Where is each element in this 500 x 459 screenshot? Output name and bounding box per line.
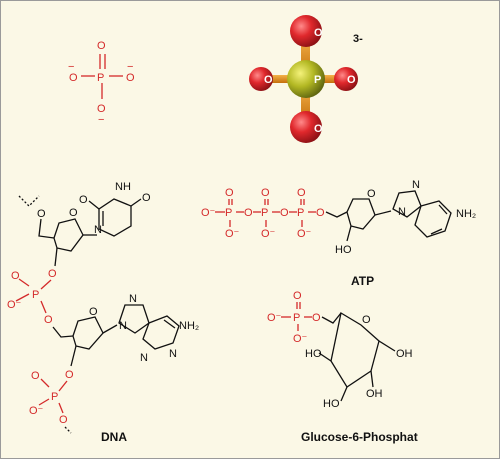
g6p-Pg-O-top: O [293,290,302,302]
dna-P2: P [51,391,58,403]
phosphate-2d-structure: O P O O O − − − [68,40,135,126]
g6p-P: P [293,312,300,324]
g6p-label: Glucose-6-Phosphat [301,430,418,444]
phosphate-center-P: P [97,72,104,84]
dna-sugar1-O: O [69,207,78,219]
dna-P2-O: O [31,370,40,382]
g6p-O-bottom: O⁻ [293,333,308,345]
dna-adenine-NH2: NH₂ [179,320,199,332]
sphere-O-left: O [264,74,273,86]
atp-O-terminal: O⁻ [201,207,216,219]
dna-adenine-N7: N [129,293,137,305]
atp-Pb-O: O [261,187,270,199]
sphere-O-right: O [347,74,356,86]
atp-Pg-O: O [225,187,234,199]
dna-pyrimidine-N1: N [94,224,102,236]
oxygen-sphere-bottom [290,111,322,143]
g6p-O6: O [312,312,321,324]
dna-o5-3: O [59,414,68,426]
g6p-ring-O: O [362,314,371,326]
atp-bridge-2: O [280,207,289,219]
dna-o3-2: O [65,369,74,381]
phosphorus-sphere [287,60,325,98]
oxygen-sphere-top [290,15,322,47]
atp-base-N7: N [412,179,420,191]
phosphate-bottom-O: O [97,103,106,115]
charge-left: − [68,61,74,73]
glucose-6-phosphate-structure: O O⁻ P O⁻ O O HO HO OH OH Glucose-6-Phos… [267,290,418,444]
charge-right: − [127,61,133,73]
dna-P1-O: O [11,270,20,282]
dna-sugar2-O: O [89,306,98,318]
g6p-HO-3: HO [323,398,340,410]
oxygen-sphere-right [334,67,358,91]
dna-P2-Ominus: O⁻ [29,405,44,417]
g6p-OH-1: OH [396,348,413,360]
charge-3-minus: 3- [353,33,363,45]
dna-pyrimidine-O4: O [142,192,151,204]
atp-P-beta: P [261,207,268,219]
phosphate-3d-model: O O O O P 3- [249,15,363,143]
atp-Pg-Ominus: O⁻ [225,228,240,240]
atp-P-gamma: P [225,207,232,219]
dna-label: DNA [101,430,127,444]
g6p-O-left: O⁻ [267,312,282,324]
oxygen-sphere-left [249,67,273,91]
dna-pyrimidine-O2: O [79,194,88,206]
dna-adenine-N1: N [169,348,177,360]
dna-P1: P [32,289,39,301]
dna-adenine-N3: N [140,352,148,364]
atp-O5: O [316,207,325,219]
atp-P-alpha: P [297,207,304,219]
sphere-O-bottom: O [314,123,323,135]
dna-o3-1: O [48,268,57,280]
g6p-HO-4: HO [305,348,322,360]
dna-structure: O O N NH O O O P O O⁻ O O N N [7,181,199,444]
phosphate-right-O: O [126,72,135,84]
g6p-OH-2: OH [366,388,383,400]
atp-base-N9: N [398,206,406,218]
atp-Pb-Ominus: O⁻ [261,228,276,240]
dna-adenine-N9: N [119,320,127,332]
dna-o5-2: O [44,314,53,326]
dna-P1-Ominus: O⁻ [7,299,22,311]
dna-pyrimidine-NH: NH [115,181,131,193]
sphere-P: P [314,74,321,86]
atp-ribose-HO: HO [335,244,352,256]
sphere-O-top: O [314,27,323,39]
atp-structure: O⁻ P O O⁻ O P O O⁻ O P O O⁻ O O HO N N [201,179,476,288]
atp-ribose-O: O [367,188,376,200]
phosphate-left-O: O [69,72,78,84]
phosphate-top-O: O [97,40,106,52]
atp-Pa-Ominus: O⁻ [297,228,312,240]
atp-bridge-1: O [244,207,253,219]
dna-o5-top: O [37,208,46,220]
atp-base-NH2: NH₂ [456,208,476,220]
atp-label: ATP [351,274,374,288]
atp-Pa-O: O [297,187,306,199]
charge-bottom: − [98,114,104,126]
